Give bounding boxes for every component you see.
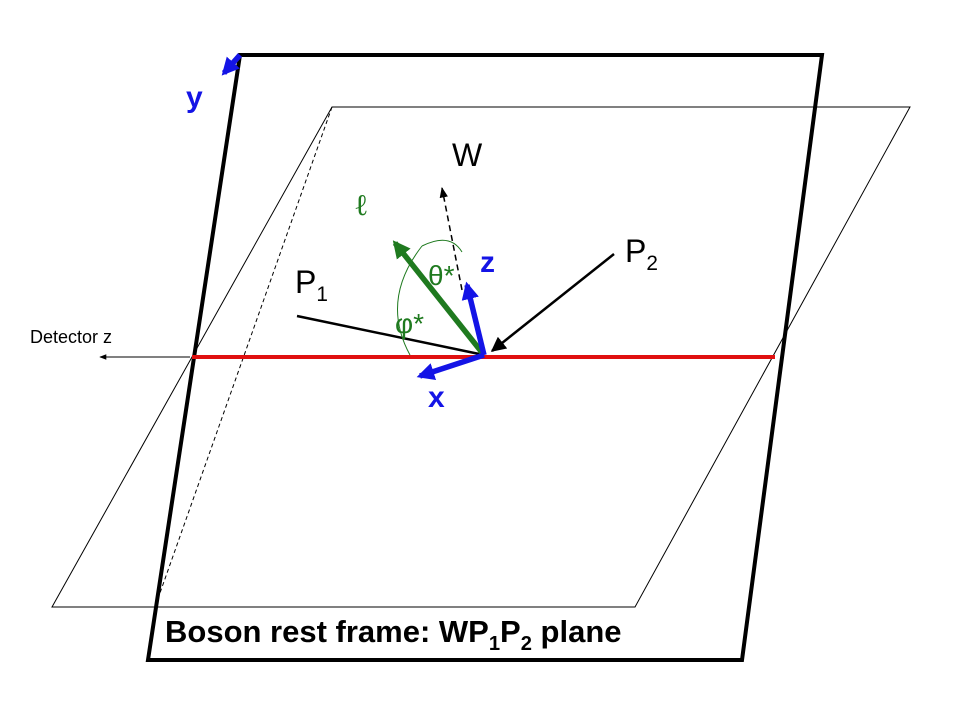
caption-part2: P bbox=[500, 614, 521, 649]
p1-label: P1 bbox=[295, 264, 328, 306]
x-axis-label: x bbox=[428, 381, 445, 414]
z-axis-label: z bbox=[480, 246, 495, 279]
detector-plane bbox=[51, 106, 911, 608]
p2-momentum-arrow bbox=[490, 253, 615, 352]
y-axis-arrow bbox=[221, 53, 243, 76]
p2-label: P2 bbox=[625, 233, 658, 275]
caption-part1: Boson rest frame: WP bbox=[165, 614, 489, 649]
y-axis-label: y bbox=[186, 81, 203, 114]
w-label: W bbox=[452, 137, 483, 173]
x-axis-arrow bbox=[416, 352, 485, 380]
frame-caption: Boson rest frame: WP1P2 plane bbox=[165, 614, 622, 655]
p1-momentum-line bbox=[296, 314, 485, 357]
theta-star-arc bbox=[421, 239, 463, 253]
theta-star-label: θ* bbox=[428, 260, 455, 291]
lepton-label: ℓ bbox=[354, 188, 368, 223]
p1-label-sub: 1 bbox=[316, 283, 328, 306]
p2-label-sub: 2 bbox=[646, 252, 658, 275]
w-direction-arrow bbox=[439, 186, 463, 291]
caption-sub2: 2 bbox=[521, 633, 532, 655]
detector-z-label: Detector z bbox=[30, 327, 112, 347]
p2-label-main: P bbox=[625, 233, 646, 269]
caption-sub1: 1 bbox=[489, 633, 500, 655]
caption-part3: plane bbox=[532, 614, 622, 649]
detector-plane-hidden-edge-left bbox=[154, 106, 333, 608]
boson-rest-frame-plane bbox=[145, 53, 825, 662]
phi-star-arc bbox=[397, 245, 423, 356]
p1-label-main: P bbox=[295, 264, 316, 300]
lepton-arrow bbox=[392, 240, 487, 357]
z-axis-arrow bbox=[461, 281, 487, 356]
phi-star-label: φ* bbox=[395, 308, 424, 339]
